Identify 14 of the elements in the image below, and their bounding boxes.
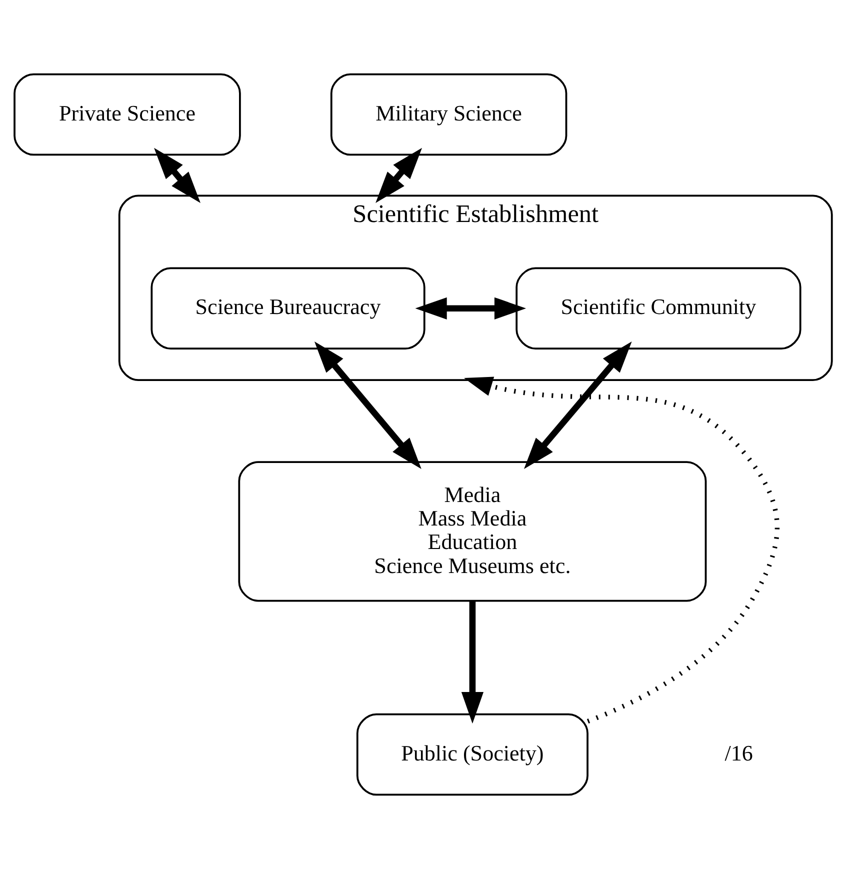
arrow xyxy=(376,148,422,203)
arrow xyxy=(415,297,526,320)
node-box: Scientific Community xyxy=(516,267,802,350)
arrow xyxy=(461,601,484,724)
arrow xyxy=(524,342,632,469)
node-box: Science Bureaucracy xyxy=(150,267,426,350)
arrow xyxy=(154,148,200,203)
label: /16 xyxy=(724,740,753,766)
node-box: Public (Society) xyxy=(356,713,588,796)
node-box: Private Science xyxy=(14,73,241,156)
node-box: Military Science xyxy=(330,73,568,156)
arrow xyxy=(464,376,780,724)
node-box: Media Mass Media Education Science Museums etc. xyxy=(238,461,707,602)
arrow xyxy=(314,341,422,469)
